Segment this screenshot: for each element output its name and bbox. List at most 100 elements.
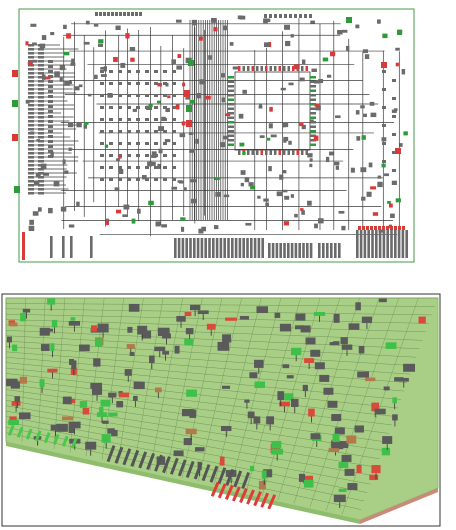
pad: [32, 42, 37, 46]
pad: [29, 131, 35, 135]
pad: [283, 221, 290, 226]
pad: [154, 118, 158, 121]
pad: [265, 66, 268, 71]
pad: [186, 105, 192, 112]
pad: [45, 76, 51, 80]
pad: [118, 155, 122, 159]
pad: [136, 142, 140, 145]
pad: [48, 140, 53, 143]
pad: [356, 230, 359, 258]
pad: [111, 12, 114, 16]
pad: [28, 116, 34, 119]
pad: [395, 148, 401, 154]
edge-finger-3d: [193, 462, 203, 480]
pad: [38, 92, 44, 95]
pad: [309, 14, 312, 18]
pad: [274, 14, 277, 18]
pad: [127, 94, 131, 97]
pad: [28, 76, 34, 79]
component-3d: [56, 423, 68, 432]
component-3d: [101, 434, 111, 443]
pad: [370, 226, 373, 230]
component-3d: [62, 396, 72, 405]
pad: [28, 188, 34, 191]
pad: [310, 20, 315, 24]
component-3d: [221, 425, 232, 432]
pad: [100, 94, 104, 97]
component-3d: [68, 421, 81, 429]
pad: [109, 70, 113, 73]
pad: [38, 152, 44, 155]
component-3d: [176, 316, 186, 322]
pad: [158, 126, 165, 132]
pad: [366, 191, 372, 197]
edge-finger-3d: [154, 454, 163, 472]
pad: [288, 140, 292, 145]
pad: [100, 178, 104, 181]
pad: [157, 82, 162, 87]
component-3d: [374, 408, 386, 415]
component-3d: [185, 328, 194, 335]
pad: [136, 118, 140, 121]
component-3d: [302, 475, 314, 484]
pad: [177, 54, 182, 58]
pad: [190, 179, 197, 183]
component-3d: [403, 363, 416, 372]
pad: [246, 238, 249, 258]
pad: [28, 225, 35, 232]
pad: [193, 238, 196, 258]
pad: [239, 15, 246, 20]
component-3d: [8, 419, 20, 426]
pad: [307, 200, 312, 206]
pad: [100, 82, 104, 85]
pad: [48, 80, 53, 83]
component-3d: [304, 358, 315, 364]
pad: [171, 59, 176, 64]
component-3d: [338, 488, 347, 492]
component-3d: [254, 381, 266, 389]
pad: [93, 74, 98, 79]
component-3d: [149, 355, 155, 364]
pad: [302, 243, 305, 258]
pad: [370, 186, 377, 190]
pad: [38, 192, 44, 195]
component-3d: [263, 469, 273, 478]
trace-3d: [277, 297, 341, 500]
pad: [28, 88, 34, 91]
pad: [366, 226, 369, 230]
pad: [299, 122, 304, 127]
component-3d: [382, 436, 393, 444]
chip-outline: [234, 71, 311, 151]
pad: [50, 236, 53, 258]
pad: [35, 172, 41, 178]
pad: [67, 122, 74, 128]
component-3d: [79, 344, 90, 352]
pad: [382, 70, 386, 73]
pad: [172, 82, 176, 85]
pad: [28, 80, 34, 83]
pad: [298, 243, 301, 258]
pad: [313, 135, 319, 141]
pad: [215, 238, 219, 258]
pad: [214, 225, 219, 230]
pad: [338, 243, 341, 258]
pad: [394, 230, 397, 258]
pad: [386, 226, 389, 230]
component-3d: [271, 448, 284, 455]
edge-finger-3d-red: [267, 494, 277, 510]
pad: [38, 144, 44, 147]
pad: [310, 143, 316, 146]
component-3d: [39, 327, 50, 336]
pad: [229, 42, 234, 46]
pad: [38, 140, 44, 143]
component-3d: [249, 372, 258, 379]
pad: [313, 81, 320, 84]
pad: [48, 110, 53, 113]
edge-finger-3d: [130, 449, 140, 467]
pad: [66, 33, 71, 39]
pad: [274, 150, 277, 155]
pad: [310, 98, 316, 101]
edge-finger-3d-green: [43, 432, 51, 444]
component-3d: [371, 465, 381, 474]
pad: [395, 62, 399, 67]
